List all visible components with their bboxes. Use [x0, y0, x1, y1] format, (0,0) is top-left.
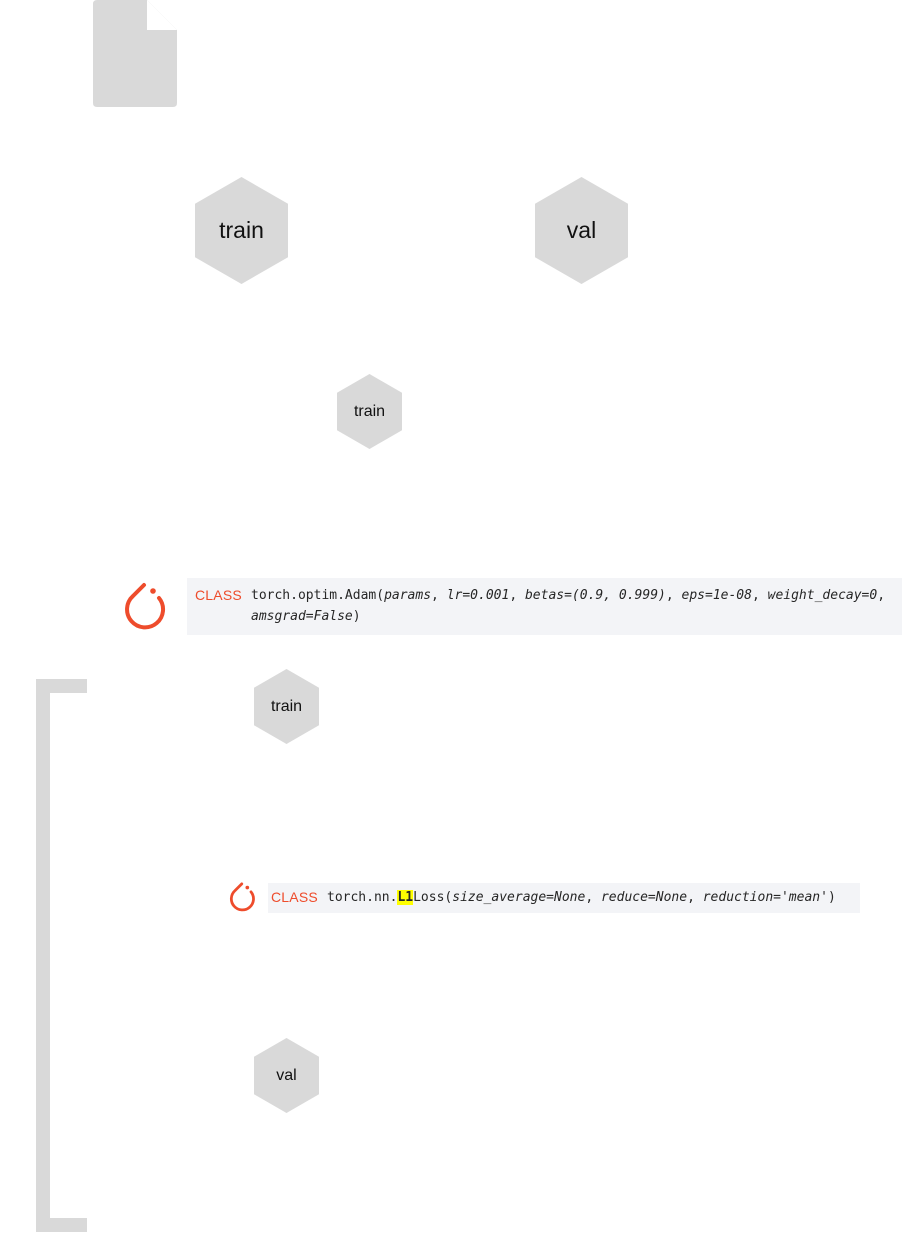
l1loss-signature: CLASS torch.nn.L1Loss(size_average=None,… [268, 883, 860, 913]
separator: , [585, 890, 601, 905]
adam-signature-line-1: torch.optim.Adam(params, lr=0.001, betas… [251, 587, 885, 605]
adam-param: amsgrad=False [251, 609, 353, 624]
l1loss-param: reduction='mean' [702, 890, 828, 905]
separator: , [687, 890, 703, 905]
adam-param: betas=(0.9, 0.999) [524, 588, 666, 603]
bracket-vertical [36, 679, 50, 1232]
separator: , [751, 588, 768, 603]
l1loss-param: size_average=None [452, 890, 586, 905]
class-keyword: CLASS [271, 889, 318, 905]
adam-param: lr=0.001 [446, 588, 510, 603]
val-node-bracket: val [254, 1038, 319, 1113]
adam-signature-line-2: amsgrad=False) [251, 608, 361, 626]
adam-signature: CLASS torch.optim.Adam(params, lr=0.001,… [187, 578, 902, 635]
train-node: train [195, 177, 288, 284]
l1loss-signature-line: torch.nn.L1Loss(size_average=None, reduc… [327, 889, 836, 907]
file-icon [93, 0, 177, 107]
bracket-top [36, 679, 87, 693]
adam-class-name: torch.optim.Adam( [251, 588, 385, 603]
separator: , [877, 588, 886, 603]
adam-param: eps=1e-08 [681, 588, 752, 603]
train-node-small-label: train [353, 402, 386, 420]
adam-param: params [384, 588, 432, 603]
l1loss-close-paren: ) [827, 890, 836, 905]
separator: , [665, 588, 682, 603]
separator: , [509, 588, 525, 603]
search-highlight: L1 [397, 890, 414, 905]
adam-param: weight_decay=0 [767, 588, 878, 603]
class-keyword: CLASS [195, 587, 242, 603]
bracket-bottom [36, 1218, 87, 1232]
separator: , [431, 588, 447, 603]
pytorch-logo-icon [230, 882, 255, 912]
val-node-bracket-label: val [276, 1066, 297, 1084]
pytorch-logo-icon [125, 583, 165, 630]
train-node-small: train [337, 374, 402, 449]
val-node: val [535, 177, 628, 284]
l1loss-param: reduce=None [600, 890, 688, 905]
train-node-bracket: train [254, 669, 319, 744]
train-node-label: train [219, 217, 264, 243]
l1loss-module-prefix: torch.nn. [327, 890, 398, 905]
train-node-bracket-label: train [270, 697, 303, 715]
val-node-label: val [566, 217, 597, 243]
l1loss-class-suffix: Loss( [413, 890, 453, 905]
adam-close-paren: ) [352, 609, 361, 624]
